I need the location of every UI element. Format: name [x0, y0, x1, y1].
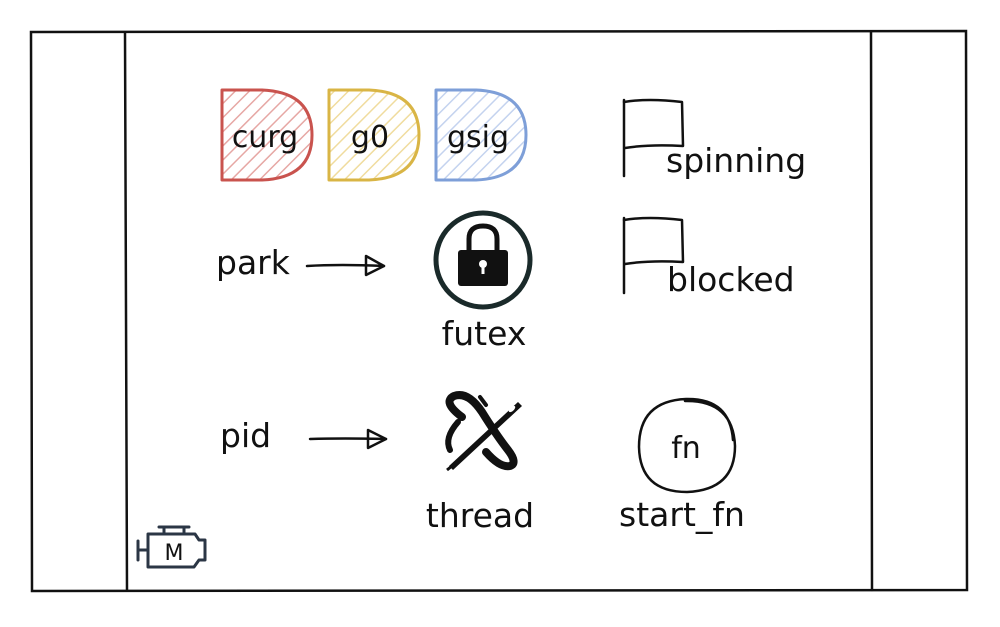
thread-label: thread — [426, 496, 534, 535]
fn-circle-label: fn — [671, 431, 701, 466]
engine-m-icon: M — [136, 525, 207, 569]
park-label: park — [216, 243, 291, 282]
flag-blocked: blocked — [622, 216, 795, 299]
tag-label: curg — [232, 120, 298, 155]
tag-curg: curg — [220, 88, 314, 182]
flag-spinning: spinning — [622, 98, 806, 180]
engine-letter: M — [165, 541, 184, 566]
tag-label: gsig — [447, 120, 509, 155]
tag-gsig: gsig — [434, 88, 528, 182]
lock-icon — [433, 210, 533, 310]
futex-label: futex — [442, 314, 527, 353]
flag-icon — [622, 98, 685, 178]
start-fn-label: start_fn — [619, 495, 745, 534]
arrow-park — [305, 254, 386, 277]
tag-g0: g0 — [327, 88, 421, 182]
flag-icon — [622, 216, 685, 295]
flag-label: blocked — [667, 260, 795, 299]
fn-circle: fn — [637, 397, 737, 494]
tag-label: g0 — [351, 120, 389, 155]
pid-label: pid — [220, 416, 271, 455]
arrow-pid — [308, 428, 388, 450]
outer-frame — [29, 29, 969, 593]
needle-thread-icon — [445, 391, 522, 472]
flag-label: spinning — [666, 141, 806, 180]
